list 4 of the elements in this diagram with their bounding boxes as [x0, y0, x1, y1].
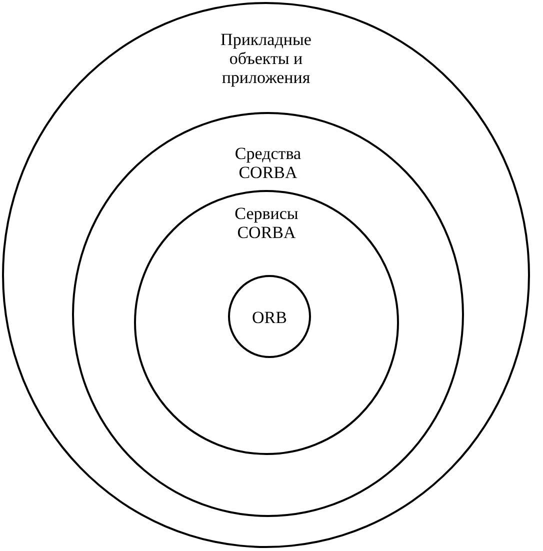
layer-label: Прикладные объекты и приложения [220, 30, 312, 87]
layer-label: Сервисы CORBA [234, 204, 300, 242]
layer-label: Средства CORBA [234, 144, 302, 182]
layer-label: ORB [251, 308, 288, 327]
